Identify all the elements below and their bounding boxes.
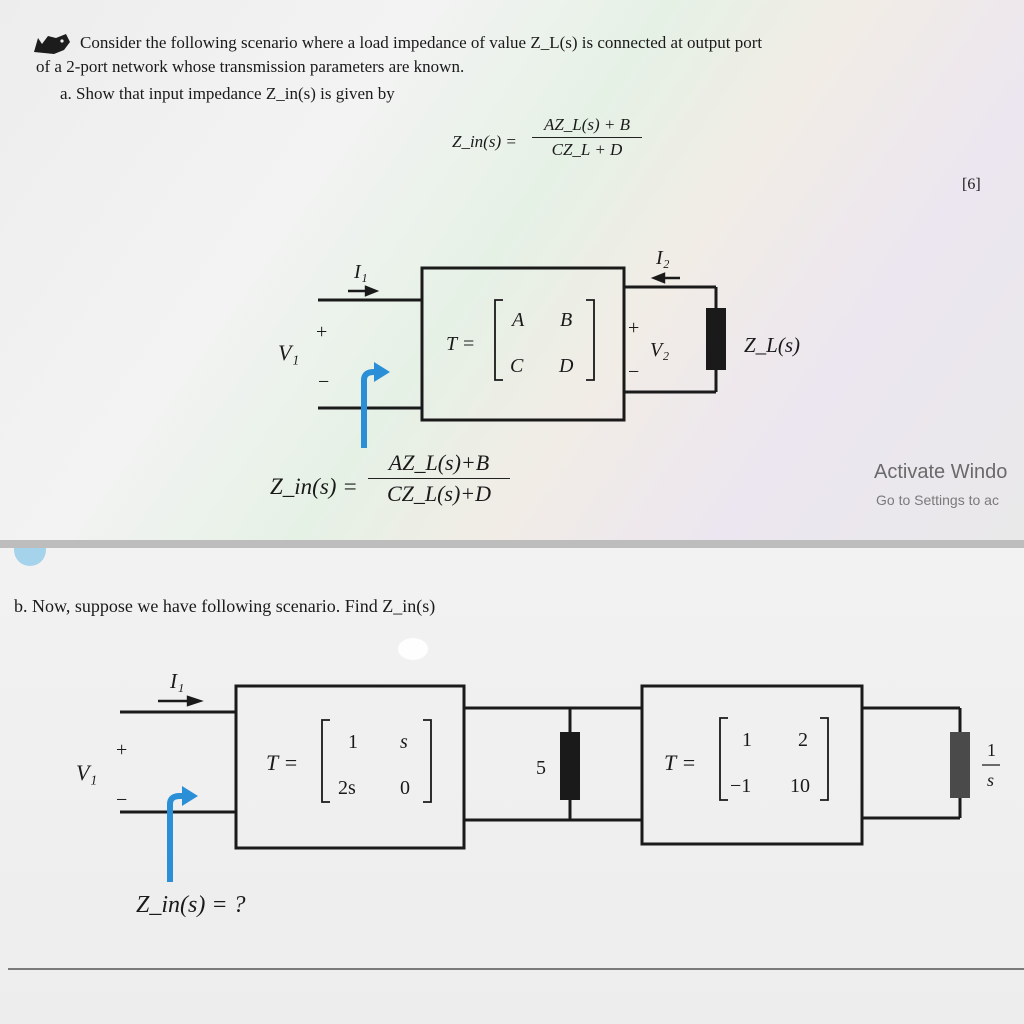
fraction-bar	[532, 137, 642, 138]
matrix-d: D	[558, 355, 574, 377]
b-matrix2-right-bracket	[820, 717, 829, 801]
b-t2-label: T =	[664, 750, 696, 775]
question-b: b. Now, suppose we have following scenar…	[14, 596, 435, 617]
activate-windows-subtitle: Go to Settings to ac	[876, 492, 999, 508]
glare-spot	[398, 638, 428, 660]
v1-plus: +	[316, 321, 327, 343]
b-t1-m21: 2s	[338, 777, 356, 799]
circuit-b-diagram: I₁ + V₁ − T = 1 s 2s 0 5 T = 1 2 −1 10 1…	[76, 669, 1000, 882]
i1-arrow-head	[364, 285, 380, 297]
question-b-text: b. Now, suppose we have following scenar…	[14, 596, 436, 616]
part-b-sheet: b. Now, suppose we have following scenar…	[0, 548, 1024, 1024]
v1-label: V₁	[278, 340, 299, 365]
b-v1-plus: +	[116, 739, 127, 761]
i2-label: I₂	[655, 247, 670, 269]
result-lhs: Z_in(s) =	[270, 474, 358, 499]
matrix-left-bracket	[494, 299, 503, 381]
b-v1-label: V₁	[76, 760, 97, 785]
intro-line-1-text: Consider the following scenario where a …	[80, 33, 763, 52]
load-label: Z_L(s)	[744, 333, 800, 357]
formula-fraction: AZ_L(s) + B CZ_L + D	[532, 115, 642, 160]
b-two-port-box-1	[234, 684, 466, 850]
bottom-divider	[8, 968, 1024, 970]
b-load-resistor	[950, 732, 970, 798]
question-a: a. Show that input impedance Z_in(s) is …	[60, 84, 395, 104]
i2-arrow-head	[650, 272, 666, 284]
v2-minus: −	[628, 361, 639, 383]
two-port-box	[420, 266, 626, 422]
b-t1-m11: 1	[348, 731, 358, 753]
intro-line-2-text: of a 2-port network whose transmission p…	[36, 57, 465, 76]
marks-label: [6]	[962, 176, 981, 193]
result-numerator: AZ_L(s)+B	[388, 450, 490, 475]
formula-denominator: CZ_L + D	[551, 140, 623, 159]
result-fraction-bar	[368, 478, 510, 479]
v1-minus: −	[318, 371, 329, 393]
zin-arrow	[361, 362, 390, 448]
v2-plus: +	[628, 317, 639, 339]
b-v1-minus: −	[116, 789, 127, 811]
matrix-b: B	[560, 309, 572, 331]
b-matrix1-right-bracket	[423, 719, 432, 803]
b-t1-m12: s	[400, 731, 408, 753]
intro-line-2: of a 2-port network whose transmission p…	[36, 57, 464, 77]
matrix-right-bracket	[586, 299, 595, 381]
result-denominator: CZ_L(s)+D	[386, 481, 492, 506]
b-load-denominator: s	[987, 770, 994, 790]
b-t1-m22: 0	[400, 777, 410, 799]
v2-label: V₂	[650, 339, 669, 361]
result-fraction: AZ_L(s)+B CZ_L(s)+D	[368, 450, 510, 507]
b-matrix2-left-bracket	[719, 717, 728, 801]
circuit-a-diagram: I₁ I₂ V₁ + − T = A B C D + V₂ − Z_L(s)	[278, 247, 800, 448]
part-a-sheet: Consider the following scenario where a …	[0, 0, 1024, 540]
formula-numerator: AZ_L(s) + B	[543, 115, 631, 134]
b-t2-m22: 10	[790, 775, 810, 797]
b-matrix1-left-bracket	[321, 719, 330, 803]
formula-lhs: Z_in(s) =	[452, 132, 517, 151]
b-t2-m21: −1	[730, 775, 751, 797]
activate-windows-title: Activate Windo	[874, 461, 1008, 483]
b-i1-label: I₁	[169, 669, 184, 693]
b-load-numerator: 1	[987, 740, 996, 760]
load-resistor	[706, 308, 726, 370]
i1-label: I₁	[353, 261, 368, 283]
sheet-gap	[0, 540, 1024, 548]
question-a-text: a. Show that input impedance Z_in(s) is …	[60, 84, 395, 103]
b-two-port-box-2	[640, 684, 864, 846]
t-label: T =	[446, 333, 475, 355]
b-result: Z_in(s) = ?	[136, 892, 246, 918]
b-t2-m12: 2	[798, 729, 808, 751]
b-i1-arrow-head	[186, 695, 204, 707]
scroll-indicator-icon	[14, 548, 46, 566]
b-zin-arrow	[167, 786, 198, 882]
b-shunt-resistor	[560, 732, 580, 800]
matrix-a: A	[510, 309, 525, 331]
b-shunt-label: 5	[536, 757, 546, 779]
b-t2-m11: 1	[742, 729, 752, 751]
cat-icon	[32, 30, 72, 56]
intro-line-1: Consider the following scenario where a …	[80, 33, 762, 53]
matrix-c: C	[510, 355, 524, 377]
b-t1-label: T =	[266, 750, 298, 775]
